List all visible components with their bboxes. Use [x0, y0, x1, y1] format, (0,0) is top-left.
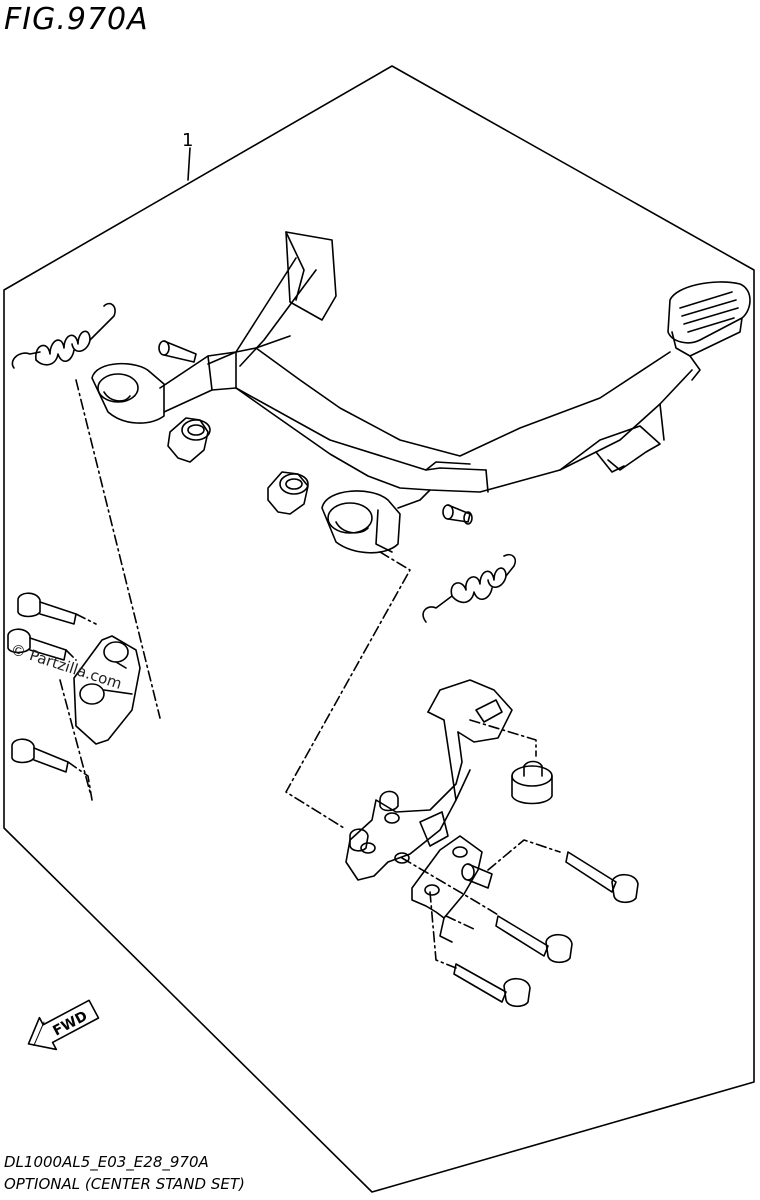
bolts-left [7, 592, 77, 773]
pivot-pin-right [442, 504, 473, 525]
pivot-pin-left [158, 340, 197, 363]
return-spring-right [422, 553, 517, 623]
foot-pedal [667, 281, 751, 381]
bolts-right [453, 851, 639, 1008]
callout-number: 1 [182, 130, 193, 151]
diagram-code: DL1000AL5_E03_E28_970A [4, 1153, 209, 1171]
pivot-bushing-left [167, 417, 211, 463]
leader-lines-right [285, 551, 561, 969]
figure-title: FIG.970A [4, 2, 149, 37]
bracket-plate [411, 835, 493, 943]
leader-lines-left [59, 379, 161, 801]
stopper-rubber [511, 760, 553, 805]
return-spring-left [11, 302, 116, 369]
mounting-bracket-left [73, 635, 141, 745]
diagram-description: OPTIONAL (CENTER STAND SET) [4, 1175, 245, 1193]
fwd-arrow-icon: FWD [27, 999, 100, 1051]
set-boundary [3, 65, 755, 1193]
mounting-bracket-right [345, 679, 513, 881]
callout-leader [187, 147, 191, 181]
center-stand-main-frame [91, 231, 693, 554]
pivot-bushing-right [267, 471, 309, 515]
